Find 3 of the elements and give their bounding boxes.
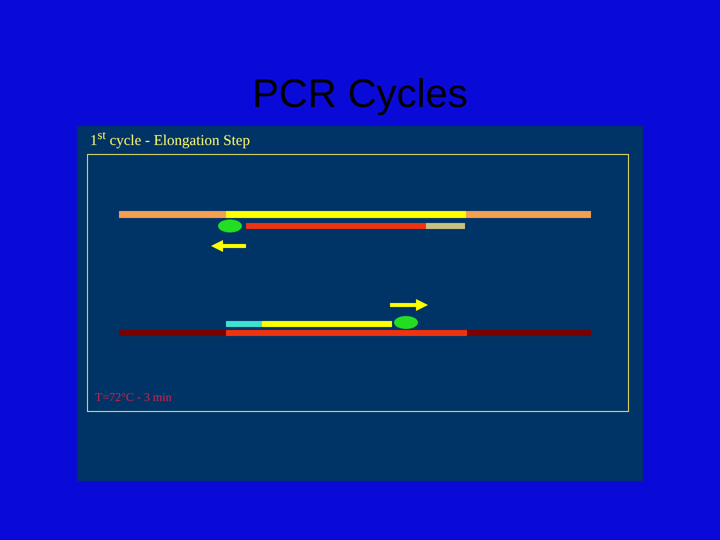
condition-note: T=72°C - 3 min — [95, 390, 172, 405]
slide-title: PCR Cycles — [252, 72, 468, 116]
slide-subtitle: 1$^{st}$ cycle - Elongation Step — [90, 128, 250, 150]
